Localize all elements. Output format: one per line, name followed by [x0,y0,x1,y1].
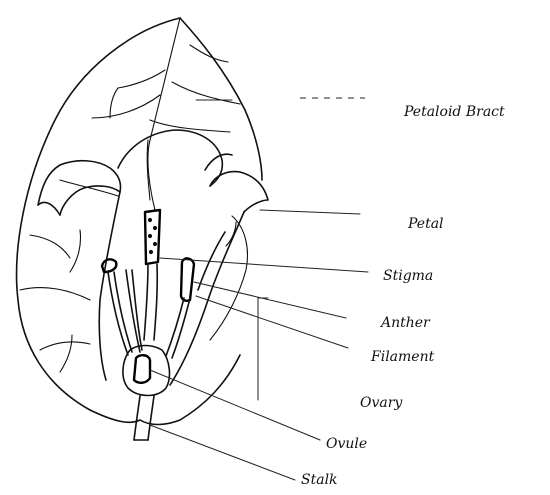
label-anther: Anther [379,315,431,331]
stigma-drawing [144,210,160,340]
label-filament: Filament [370,349,435,365]
stalk-drawing [134,396,154,440]
ovary-drawing [123,346,170,396]
label-petaloid-bract: Petaloid Bract [403,104,505,120]
label-ovary: Ovary [360,395,403,411]
label-stalk: Stalk [301,472,338,488]
label-petal: Petal [407,216,444,232]
petaloid-bract-drawing [17,18,262,425]
label-stigma: Stigma [383,268,433,284]
label-ovule: Ovule [326,436,367,452]
